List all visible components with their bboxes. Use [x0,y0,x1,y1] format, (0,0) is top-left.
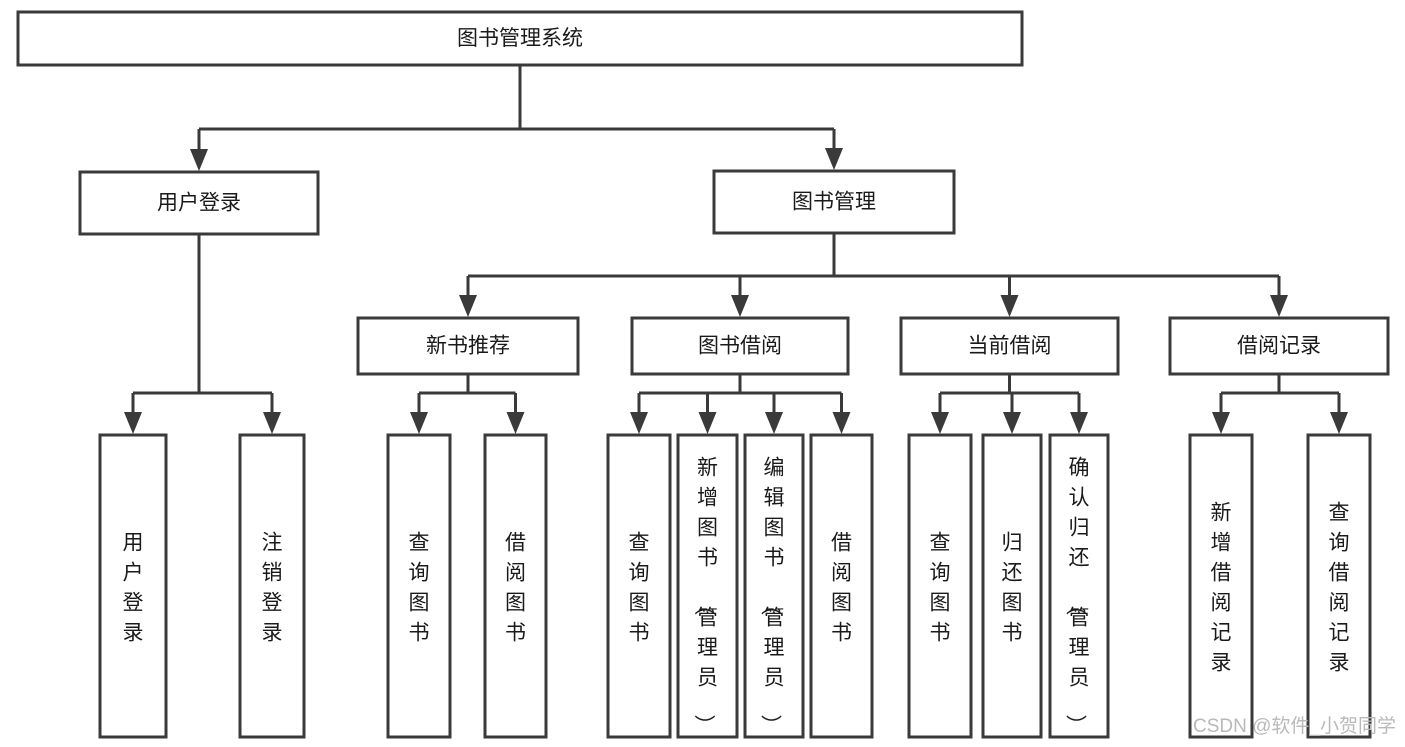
edge-group-newbook [410,374,525,434]
node-label: 归还图书 [1002,531,1023,644]
arrow-head-icon [765,412,783,434]
arrow-head-icon [1330,412,1348,434]
node-l_query1[interactable]: 查询图书 [386,433,452,739]
node-box [809,433,874,739]
arrow-head-icon [506,412,525,434]
arrow-head-icon [698,412,717,434]
node-l_borrow2[interactable]: 借阅图书 [809,433,874,739]
arrow-head-icon [630,412,648,434]
node-box [712,169,956,235]
arrow-head-icon [1000,295,1019,317]
node-box [907,433,973,739]
node-label: 查询图书 [629,531,650,644]
node-label: 借阅图书 [505,531,526,644]
node-label: 图书借阅 [698,335,782,358]
node-l_add[interactable]: 新增图书（管理员） [676,433,739,739]
arrow-head-icon [832,412,851,434]
arrow-head-icon [410,412,428,434]
node-label: 注销登录 [262,531,283,644]
node-box [630,316,850,376]
arrow-head-icon [190,149,208,171]
node-newbook[interactable]: 新书推荐 [356,316,580,376]
node-l_confirm[interactable]: 确认归还（管理员） [1048,433,1110,739]
node-box [981,433,1043,739]
node-label: 编辑图书（管理员） [759,456,785,735]
node-label: 图书管理系统 [457,27,583,50]
node-label: 新书推荐 [426,335,510,358]
node-login[interactable]: 用户登录 [78,170,320,236]
node-label: 查询图书 [930,531,951,644]
node-box [1168,316,1390,376]
edge-group-root [190,65,843,171]
node-label: 用户登录 [123,531,144,644]
node-l_borrow1[interactable]: 借阅图书 [483,433,548,739]
node-bookmgmt[interactable]: 图书管理 [712,169,956,235]
node-label: 查询图书 [409,531,430,644]
node-borrow[interactable]: 图书借阅 [630,316,850,376]
node-l_login[interactable]: 用户登录 [98,433,168,739]
node-box [16,10,1024,67]
arrow-head-icon [1003,412,1021,434]
node-box [743,433,805,739]
node-box [78,170,320,236]
node-box [356,316,580,376]
node-box [386,433,452,739]
edge-group-bookmgmt [459,233,1288,317]
node-l_queryrec[interactable]: 查询借阅记录 [1306,433,1372,739]
connector-layer [124,65,1348,434]
node-label: 借阅图书 [831,531,852,644]
arrow-head-icon [124,412,142,434]
node-l_addrec[interactable]: 新增借阅记录 [1188,433,1254,739]
arrow-head-icon [931,412,949,434]
node-label: 新增借阅记录 [1211,501,1232,674]
node-layer: 图书管理系统用户登录图书管理新书推荐图书借阅当前借阅借阅记录用户登录注销登录查询… [16,10,1390,739]
node-l_return[interactable]: 归还图书 [981,433,1043,739]
arrow-head-icon [825,148,843,170]
node-label: 用户登录 [157,192,241,215]
node-label: 确认归还（管理员） [1064,456,1090,735]
arrow-head-icon [1270,295,1288,317]
node-root[interactable]: 图书管理系统 [16,10,1024,67]
arrow-head-icon [1212,412,1230,434]
edge-group-records [1212,374,1348,434]
edge-group-borrow [630,374,851,434]
node-box [238,433,306,739]
node-l_query3[interactable]: 查询图书 [907,433,973,739]
node-label: 当前借阅 [968,335,1052,358]
node-l_query2[interactable]: 查询图书 [606,433,672,739]
edge-group-current [931,374,1088,434]
node-box [899,316,1120,376]
node-box [1306,433,1372,739]
node-label: 借阅记录 [1237,335,1321,358]
arrow-head-icon [459,295,477,317]
node-label: 新增图书（管理员） [692,456,718,735]
arrow-head-icon [731,295,749,317]
arrow-head-icon [1070,412,1088,434]
edge-group-login [124,234,281,434]
node-l_logout[interactable]: 注销登录 [238,433,306,739]
node-l_edit[interactable]: 编辑图书（管理员） [743,433,805,739]
node-box [606,433,672,739]
node-current[interactable]: 当前借阅 [899,316,1120,376]
node-records[interactable]: 借阅记录 [1168,316,1390,376]
node-box [483,433,548,739]
node-label: 查询借阅记录 [1329,501,1350,674]
node-label: 图书管理 [792,191,876,214]
watermark-label: CSDN @软件_小贺同学 [1193,715,1396,737]
node-box [98,433,168,739]
node-box [1188,433,1254,739]
node-box [676,433,739,739]
arrow-head-icon [263,412,281,434]
node-box [1048,433,1110,739]
